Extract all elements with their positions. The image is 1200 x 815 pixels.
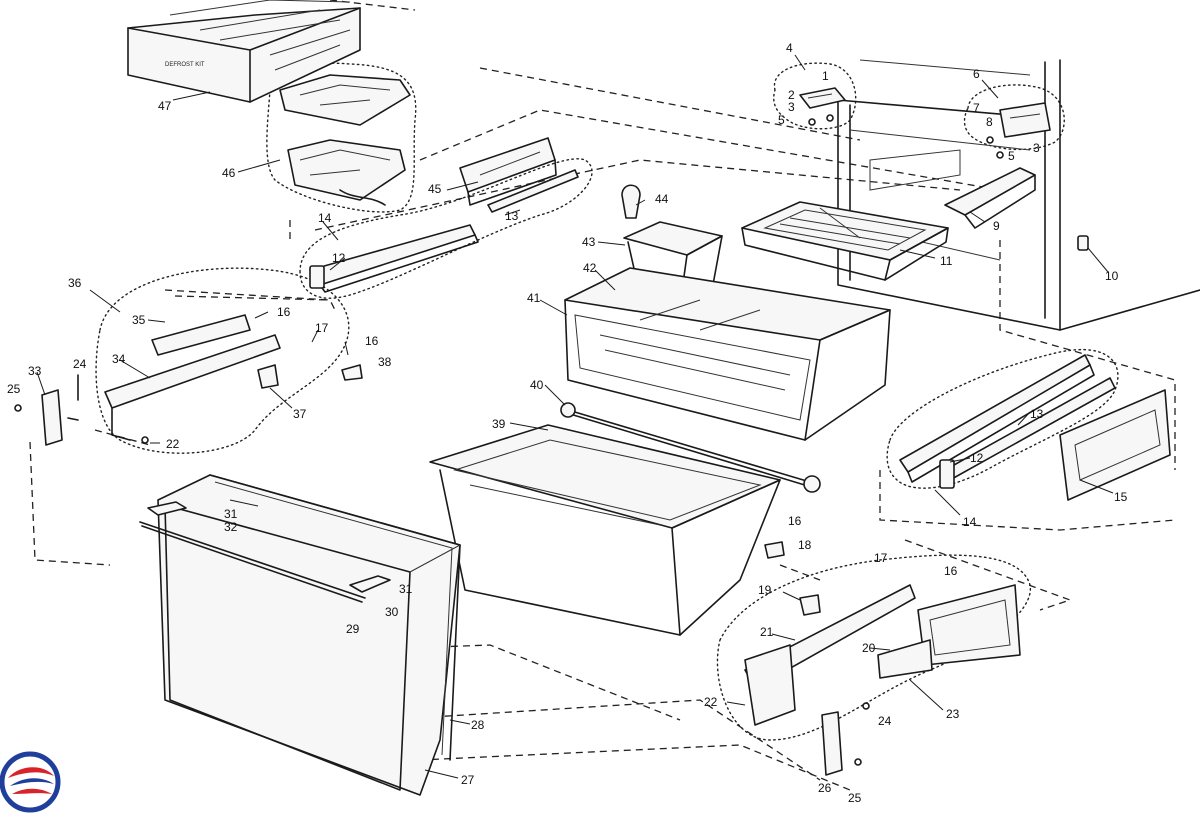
part-40-axle [560, 402, 821, 493]
part-39-bin [429, 424, 781, 636]
callout-labels: 1 2 3 3 4 5 5 6 7 8 9 10 11 12 12 13 13 … [7, 41, 1128, 805]
callout-9: 9 [993, 219, 1000, 233]
callout-21: 21 [760, 625, 774, 639]
part-29-handle [139, 521, 366, 603]
callout-17: 17 [315, 321, 329, 335]
callout-40: 40 [530, 378, 544, 392]
part-9-rail [944, 167, 1036, 229]
callout-17: 17 [874, 551, 888, 565]
callout-14: 14 [318, 211, 332, 225]
part-13-small-rail [487, 169, 579, 213]
callout-41: 41 [527, 291, 541, 305]
callout-11: 11 [940, 254, 953, 268]
part-6-8-bracket [986, 102, 1051, 159]
callout-4: 4 [786, 41, 793, 55]
callout-1: 1 [822, 69, 829, 83]
callout-35: 35 [132, 313, 146, 327]
callout-38: 38 [378, 355, 392, 369]
callout-25: 25 [848, 791, 862, 805]
enclosure-group-46 [266, 62, 417, 213]
assembly-guide-lines [29, 0, 1176, 791]
callout-6: 6 [973, 67, 980, 81]
callout-27: 27 [461, 773, 475, 787]
part-44-clip [621, 184, 641, 219]
callout-26: 26 [818, 781, 832, 795]
callout-25: 25 [7, 382, 21, 396]
callout-16: 16 [365, 334, 379, 348]
callout-39: 39 [492, 417, 506, 431]
callout-7: 7 [973, 101, 980, 115]
callout-5: 5 [778, 113, 785, 127]
callout-13: 13 [505, 209, 519, 223]
part-1-5-bracket [799, 87, 846, 126]
leader-lines [36, 54, 1114, 779]
callout-20: 20 [862, 641, 876, 655]
callout-12: 12 [970, 451, 984, 465]
part-12-15-right-rails [899, 354, 1171, 501]
callout-30: 30 [385, 605, 399, 619]
enclosure-group-14-right [886, 348, 1119, 489]
callout-3: 3 [788, 100, 795, 114]
callout-8: 8 [986, 115, 993, 129]
callout-13: 13 [1030, 407, 1044, 421]
callout-16: 16 [944, 564, 958, 578]
callout-31: 31 [224, 507, 238, 521]
bin-engraving: DEFROST KIT [165, 62, 205, 68]
callout-23: 23 [946, 707, 960, 721]
enclosure-group-23 [716, 554, 1031, 741]
part-45-rail-cover [459, 137, 557, 206]
part-27-28-door [157, 474, 461, 796]
callout-19: 19 [758, 583, 772, 597]
callout-18: 18 [798, 538, 812, 552]
callout-22: 22 [166, 437, 180, 451]
brand-logo [0, 751, 61, 813]
cabinet-interior [837, 59, 1200, 331]
part-46-icemaker [279, 74, 411, 206]
part-30-31-blocks [147, 501, 391, 593]
callout-29: 29 [346, 622, 360, 636]
callout-3: 3 [1033, 141, 1040, 155]
part-16-26-lower-slide [744, 541, 1021, 776]
callout-28: 28 [471, 718, 485, 732]
callout-34: 34 [112, 352, 126, 366]
callout-24: 24 [73, 357, 87, 371]
callout-33: 33 [28, 364, 42, 378]
callout-47: 47 [158, 99, 172, 113]
callout-22: 22 [704, 695, 718, 709]
callout-46: 46 [222, 166, 236, 180]
enclosure-group-6 [963, 84, 1065, 151]
callout-15: 15 [1114, 490, 1128, 504]
logo-red-swoosh-lower [12, 788, 52, 794]
callout-37: 37 [293, 407, 307, 421]
part-41-42-drawer [564, 267, 891, 441]
callout-24: 24 [878, 714, 892, 728]
callout-43: 43 [582, 235, 596, 249]
callout-44: 44 [655, 192, 669, 206]
callout-42: 42 [583, 261, 597, 275]
callout-12: 12 [332, 251, 346, 265]
logo-red-swoosh [8, 767, 54, 778]
logo-outer-ring [0, 751, 61, 813]
callout-16: 16 [788, 514, 802, 528]
part-12-14-upper-slide [309, 224, 479, 293]
enclosure-group-14-top [299, 158, 593, 299]
logo-blue-swoosh [10, 778, 54, 786]
callout-36: 36 [68, 276, 82, 290]
part-33-bracket [14, 374, 79, 446]
callout-14: 14 [963, 515, 977, 529]
callout-2: 2 [788, 88, 795, 102]
callout-5: 5 [1008, 149, 1015, 163]
callout-16: 16 [277, 305, 291, 319]
part-47-bin: DEFROST KIT [127, 0, 361, 103]
part-34-38-slide [104, 314, 363, 444]
part-11-tray [741, 201, 949, 281]
part-10-clip [1077, 235, 1089, 251]
callout-10: 10 [1105, 269, 1119, 283]
callout-31: 31 [399, 582, 413, 596]
callout-45: 45 [428, 182, 442, 196]
enclosure-group-4 [773, 62, 857, 130]
callout-32: 32 [224, 520, 238, 534]
